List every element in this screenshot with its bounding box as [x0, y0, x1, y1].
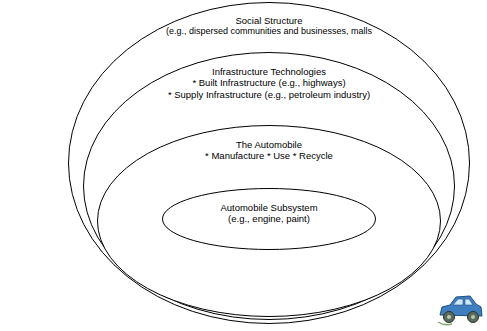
ellipse-node: The Automobile* Manufacture * Use * Recy…	[97, 125, 441, 317]
car-hub	[447, 315, 451, 319]
ellipse-node: Automobile Subsystem(e.g., engine, paint…	[162, 188, 376, 250]
node-heading: The Automobile	[97, 139, 441, 150]
text-group: Infrastructure Technologies* Built Infra…	[83, 66, 455, 100]
node-heading: Infrastructure Technologies	[83, 66, 455, 77]
ellipse-border	[163, 189, 376, 250]
text-group: Automobile Subsystem(e.g., engine, paint…	[162, 202, 376, 225]
car-icon	[436, 289, 484, 329]
text-group: Social Structure(e.g., dispersed communi…	[68, 15, 470, 37]
node-heading: Social Structure	[68, 15, 470, 26]
car-hub	[471, 315, 475, 319]
car-window	[453, 299, 463, 305]
car-wheel	[444, 312, 455, 323]
node-body: * Supply Infrastructure (e.g., petroleum…	[83, 89, 455, 100]
car-wheel	[468, 312, 479, 323]
ellipse-border	[69, 3, 470, 324]
car-ground	[438, 322, 452, 325]
ellipse-node: Infrastructure Technologies* Built Infra…	[83, 52, 455, 320]
ellipse-node: Social Structure(e.g., dispersed communi…	[68, 2, 470, 324]
node-body: * Built Infrastructure (e.g., highways)	[83, 77, 455, 88]
node-body: * Manufacture * Use * Recycle	[97, 150, 441, 161]
ellipse-border	[98, 126, 441, 317]
node-body: (e.g., engine, paint)	[162, 213, 376, 224]
ellipse-border	[84, 53, 455, 320]
car-window	[465, 299, 473, 305]
node-heading: Automobile Subsystem	[162, 202, 376, 213]
text-group: The Automobile* Manufacture * Use * Recy…	[97, 139, 441, 162]
node-body: (e.g., dispersed communities and busines…	[68, 26, 470, 37]
